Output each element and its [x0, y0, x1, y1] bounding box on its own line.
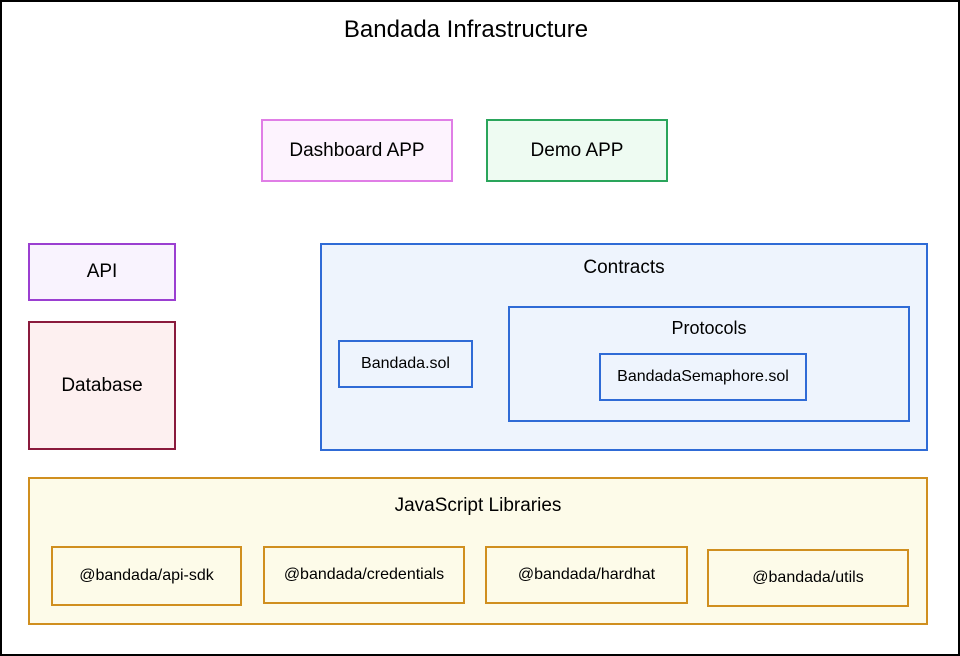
library-credentials-label: @bandada/credentials	[283, 566, 445, 583]
protocols-title: Protocols	[671, 318, 747, 338]
demo-app-label: Demo APP	[530, 139, 624, 161]
bandada-semaphore-sol-box: BandadaSemaphore.sol	[599, 353, 807, 401]
bandada-semaphore-sol-label: BandadaSemaphore.sol	[617, 368, 789, 385]
database-label: Database	[61, 374, 143, 396]
javascript-libraries-box: JavaScript Libraries @bandada/api-sdk @b…	[28, 477, 928, 625]
api-box: API	[28, 243, 176, 301]
dashboard-app-label: Dashboard APP	[289, 139, 425, 161]
api-label: API	[86, 261, 118, 282]
protocols-box: Protocols BandadaSemaphore.sol	[508, 306, 910, 422]
contracts-title: Contracts	[583, 257, 665, 278]
library-utils-label: @bandada/utils	[752, 569, 864, 586]
library-credentials-box: @bandada/credentials	[263, 546, 465, 604]
javascript-libraries-title: JavaScript Libraries	[394, 495, 562, 516]
bandada-sol-box: Bandada.sol	[338, 340, 473, 388]
library-hardhat-label: @bandada/hardhat	[517, 566, 656, 583]
dashboard-app-box: Dashboard APP	[261, 119, 453, 182]
bandada-sol-label: Bandada.sol	[361, 355, 450, 372]
library-utils-box: @bandada/utils	[707, 549, 909, 607]
library-hardhat-box: @bandada/hardhat	[485, 546, 688, 604]
library-api-sdk-label: @bandada/api-sdk	[79, 567, 214, 584]
demo-app-box: Demo APP	[486, 119, 668, 182]
library-api-sdk-box: @bandada/api-sdk	[51, 546, 242, 606]
database-box: Database	[28, 321, 176, 450]
diagram-title: Bandada Infrastructure	[343, 16, 589, 43]
contracts-box: Contracts Bandada.sol Protocols BandadaS…	[320, 243, 928, 451]
